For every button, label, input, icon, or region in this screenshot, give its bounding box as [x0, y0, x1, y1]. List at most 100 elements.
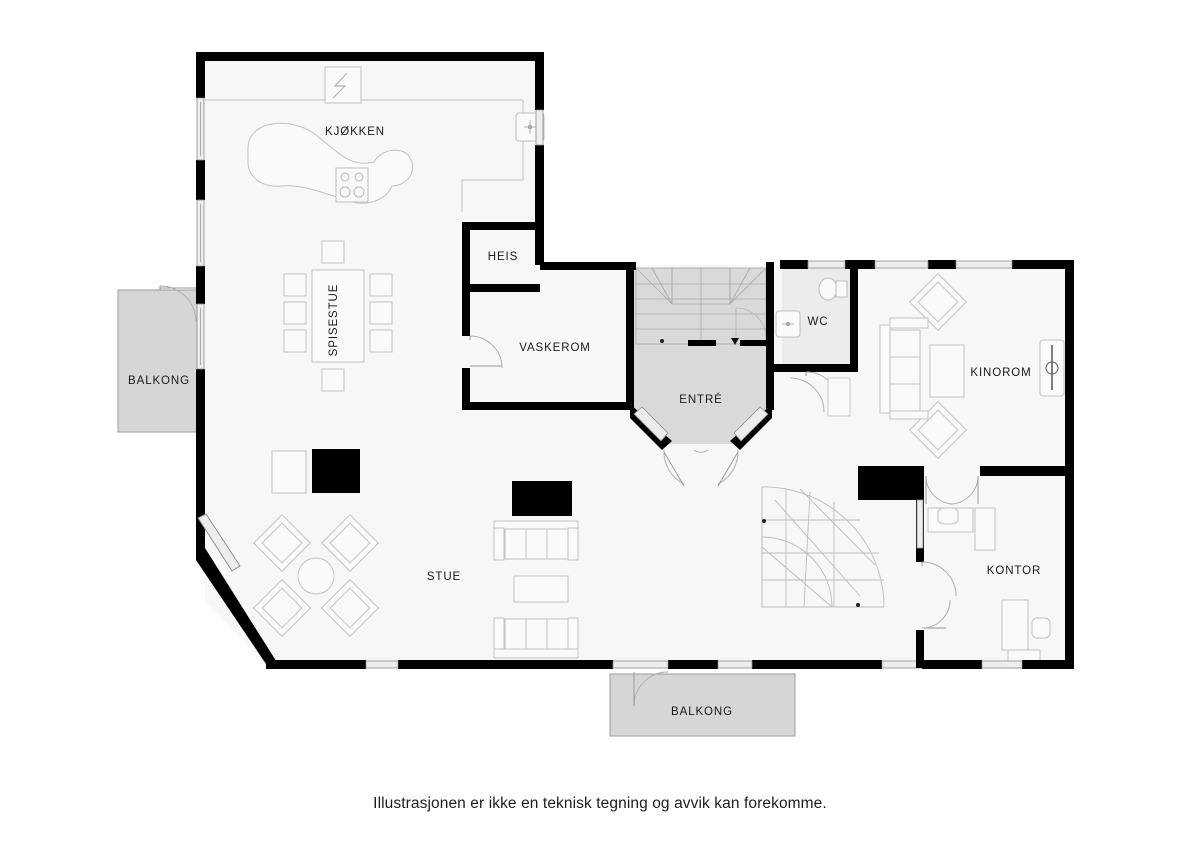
wall-south-5 — [922, 660, 982, 669]
balcony-west-floor — [117, 289, 201, 433]
stair-step-black-right — [740, 340, 768, 346]
cinema-furniture — [879, 273, 1065, 459]
tv-wall-unit — [512, 481, 572, 516]
wall-north-east-3 — [928, 260, 956, 269]
wall-north-east-4 — [1012, 260, 1074, 269]
dining-chair-head-top — [321, 240, 345, 264]
wall-kitchen-east-1 — [535, 52, 544, 110]
curved-staircase — [761, 486, 885, 608]
wall-vaskerom-left — [462, 292, 470, 336]
dining-chair-right-3 — [369, 329, 393, 353]
walls — [196, 52, 1074, 669]
office-cabinet-top — [974, 507, 996, 551]
burner-4 — [353, 186, 365, 198]
office-desk-bottom — [1001, 599, 1029, 651]
wall-south-6 — [1022, 660, 1074, 669]
wall-kinorom-bottom-2 — [980, 466, 1074, 476]
wall-kontor-left-2 — [916, 630, 924, 668]
room-label-heis: HEIS — [488, 251, 518, 263]
room-label-kinorom: KINOROM — [970, 367, 1031, 379]
cinema-armchair-top — [909, 273, 967, 331]
wall-heis-top — [462, 222, 540, 230]
cinema-sofa — [879, 317, 929, 420]
wc-fixtures — [775, 277, 848, 338]
round-side-table — [297, 557, 335, 595]
room-labels: KJØKKEN SPISESTUE STUE HEIS VASKEROM ENT… — [128, 126, 1041, 718]
wall-kontor-left-3 — [916, 548, 924, 562]
room-label-balkong-sor: BALKONG — [671, 706, 733, 718]
dining-chair-right-1 — [369, 273, 393, 297]
toilet-cistern — [835, 280, 848, 298]
wall-vaskerom-bottom — [462, 402, 634, 410]
dining-chair-head-bottom — [321, 368, 345, 392]
disclaimer-caption: Illustrasjonen er ikke en teknisk tegnin… — [373, 795, 827, 812]
window-kontor-west — [916, 499, 924, 549]
room-label-kontor: KONTOR — [987, 565, 1041, 577]
living-room-furniture — [253, 449, 579, 659]
hall-closet — [827, 377, 851, 417]
lightning-bolt-icon — [332, 72, 348, 99]
cooker-hood-symbol — [324, 66, 362, 104]
room-label-stue: STUE — [427, 571, 461, 583]
sofa-north — [493, 520, 579, 561]
door-kontor — [921, 561, 957, 597]
wall-heis-left — [462, 222, 470, 292]
wall-north-east-2 — [845, 260, 875, 269]
sink-tap — [524, 120, 536, 134]
cinema-coffee-table — [929, 344, 965, 398]
burner-3 — [339, 186, 351, 198]
balcony-south-floor — [609, 673, 796, 737]
coffee-table-living — [513, 575, 569, 603]
armchair-sw — [253, 579, 311, 637]
toilet-bowl — [818, 277, 838, 301]
window-north-east-group — [807, 260, 1013, 269]
dining-chair-left-1 — [283, 273, 307, 297]
door-balcony-west — [159, 285, 197, 323]
armchair-ne — [321, 514, 379, 572]
wall-west-upper — [196, 52, 205, 98]
wall-entre-right — [766, 262, 774, 410]
kitchen-island — [247, 122, 414, 204]
window-entre — [633, 406, 769, 442]
wall-wc-right — [850, 262, 858, 372]
cooktop — [335, 167, 369, 203]
door-balcony-south — [633, 671, 669, 707]
wall-south-1 — [266, 660, 366, 669]
wall-south-3 — [668, 660, 718, 669]
sofa-south — [493, 617, 579, 659]
wall-heis-bottom — [462, 284, 540, 292]
office-furniture — [927, 507, 1051, 669]
door-vaskerom — [469, 335, 503, 369]
room-label-kjokken: KJØKKEN — [325, 126, 385, 138]
direction-arrow — [731, 338, 739, 345]
stair-step-black-left — [688, 340, 716, 346]
door-entre-left — [663, 449, 685, 485]
dining-table — [311, 269, 365, 363]
door-kontor-2 — [921, 599, 951, 629]
room-label-balkong-vest: BALKONG — [128, 375, 190, 387]
wall-southwest-chamfer — [196, 548, 278, 664]
wall-west-2 — [196, 160, 205, 200]
room-label-spisestue: SPISESTUE — [328, 284, 340, 357]
window-kitchen-east — [535, 109, 544, 146]
main-staircase — [635, 267, 768, 346]
dining-furniture — [283, 240, 393, 392]
wall-north-kitchen — [196, 52, 544, 61]
door-swings — [159, 285, 979, 707]
dining-chair-left-3 — [283, 329, 307, 353]
wall-kinorom-bottom — [858, 466, 924, 476]
burner-1 — [340, 172, 350, 182]
office-chair-top — [937, 507, 959, 525]
wall-entre-left — [626, 262, 634, 410]
armchair-nw — [253, 514, 311, 572]
wall-wc-bottom — [774, 364, 858, 372]
dining-chair-right-2 — [369, 301, 393, 325]
wall-west-4 — [196, 369, 205, 405]
burner-2 — [354, 172, 364, 182]
stair-door-swing — [735, 307, 767, 339]
wall-west-3 — [196, 266, 205, 304]
armchair-se — [321, 579, 379, 637]
dining-chair-left-2 — [283, 301, 307, 325]
